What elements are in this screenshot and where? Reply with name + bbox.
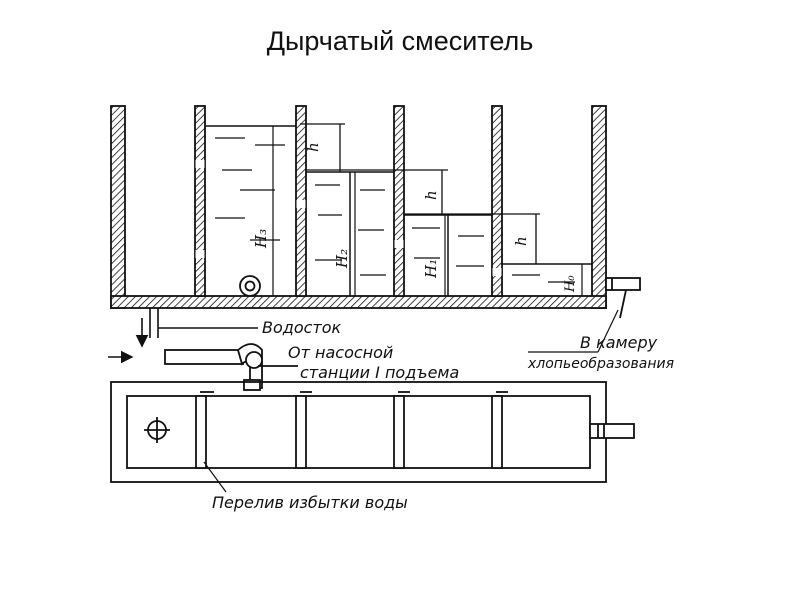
label-from-pump-line-1: От насосной xyxy=(288,343,393,362)
tank-right-wall xyxy=(591,105,607,309)
symbol-H0: H₀ xyxy=(563,275,578,293)
plan-outer-wall xyxy=(110,381,607,483)
tank-left-wall xyxy=(110,105,126,309)
label-to-chamber-line-2: хлопьеобразования xyxy=(527,356,674,372)
pump-inlet-pipe xyxy=(164,343,298,391)
tank-section-view xyxy=(110,105,607,309)
symbol-h-1: h xyxy=(304,142,322,152)
plan-outlet-pipe xyxy=(589,423,635,439)
symbol-h-2: h xyxy=(422,190,440,200)
slide-title: Дырчатый смеситель xyxy=(266,26,534,56)
symbol-h-3: h xyxy=(512,236,530,246)
tank-plan-view xyxy=(110,381,635,483)
label-drain: Водосток xyxy=(262,318,342,337)
plan-partition-2 xyxy=(295,395,307,469)
partition-3 xyxy=(393,105,405,297)
plan-partition-3 xyxy=(393,395,405,469)
symbol-H3: H₃ xyxy=(252,229,270,249)
drain-pipe xyxy=(135,308,258,348)
symbol-H2: H₂ xyxy=(333,249,351,269)
plan-partition-4 xyxy=(491,395,503,469)
plan-partition-1 xyxy=(195,395,207,469)
outlet-pipe xyxy=(605,277,641,319)
label-to-chamber-line-1: В камеру xyxy=(580,333,658,352)
symbol-H1: H₁ xyxy=(422,259,440,279)
label-from-pump-line-2: станции I подъема xyxy=(300,363,459,382)
inlet-pipe-section xyxy=(239,275,261,297)
tank-bottom xyxy=(110,295,607,309)
label-overflow: Перелив избытки воды xyxy=(212,493,408,512)
level-dimensions xyxy=(272,126,583,296)
head-dimensions xyxy=(300,123,540,264)
water-hatching xyxy=(215,137,575,283)
water-levels xyxy=(205,125,592,296)
partition-1 xyxy=(194,105,206,297)
partition-4 xyxy=(491,105,503,297)
